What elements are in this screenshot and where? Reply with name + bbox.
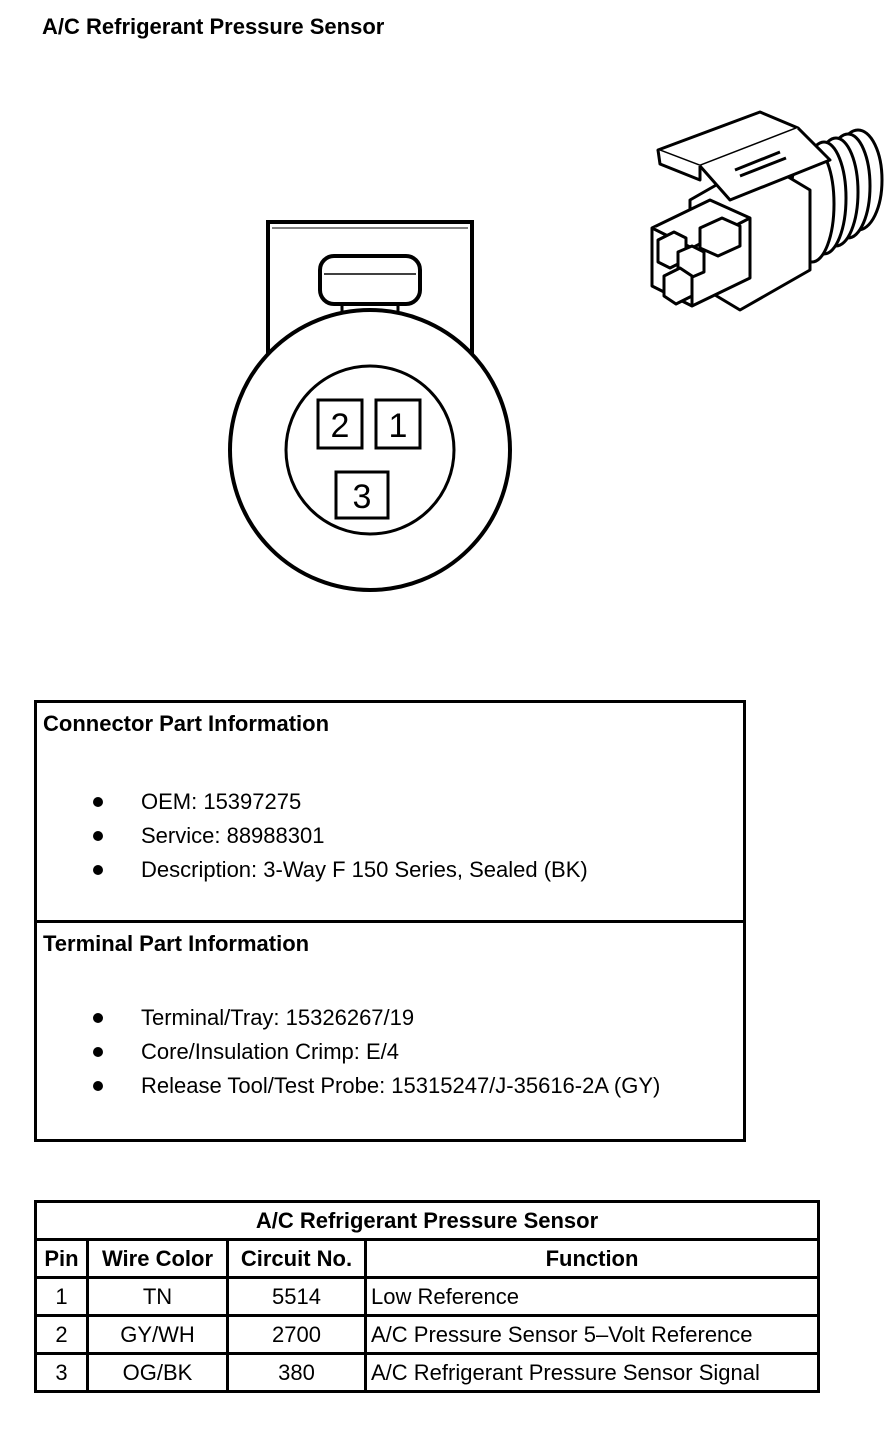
pin-cavity-2: 2 [316,398,364,450]
bullet-icon [93,831,103,841]
bullet-icon [93,797,103,807]
terminal-info-title: Terminal Part Information [43,931,310,956]
cell-function: A/C Refrigerant Pressure Sensor Signal [364,1352,820,1393]
table-caption: A/C Refrigerant Pressure Sensor [34,1200,820,1241]
column-header-wire-color: Wire Color [86,1238,229,1279]
cell-function: A/C Pressure Sensor 5–Volt Reference [364,1314,820,1355]
list-item: Service: 88988301 [93,819,588,853]
list-item: Core/Insulation Crimp: E/4 [93,1035,660,1069]
table-row: 1 TN 5514 Low Reference [34,1276,820,1317]
cell-pin: 3 [34,1352,89,1393]
table-row: 2 GY/WH 2700 A/C Pressure Sensor 5–Volt … [34,1314,820,1355]
list-item-text: Service: 88988301 [141,823,325,848]
list-item-text: Terminal/Tray: 15326267/19 [141,1005,415,1030]
cell-wire-color: TN [86,1276,229,1317]
pin-cavity-1: 1 [374,398,422,450]
cell-wire-color: OG/BK [86,1352,229,1393]
list-item: OEM: 15397275 [93,785,588,819]
connector-part-info: Connector Part Information OEM: 15397275… [37,703,743,923]
column-header-function: Function [364,1238,820,1279]
bullet-icon [93,865,103,875]
cell-pin: 2 [34,1314,89,1355]
table-header-row: Pin Wire Color Circuit No. Function [34,1238,820,1279]
list-item-text: OEM: 15397275 [141,789,302,814]
list-item-text: Release Tool/Test Probe: 15315247/J-3561… [141,1073,661,1098]
table-row: 3 OG/BK 380 A/C Refrigerant Pressure Sen… [34,1352,820,1393]
cell-circuit: 380 [226,1352,367,1393]
list-item-text: Core/Insulation Crimp: E/4 [141,1039,399,1064]
connector-face-diagram: 2 1 3 [228,220,512,592]
pinout-table: A/C Refrigerant Pressure Sensor Pin Wire… [34,1200,820,1393]
terminal-part-info: Terminal Part Information Terminal/Tray:… [37,923,743,1139]
bullet-icon [93,1081,103,1091]
connector-info-title: Connector Part Information [43,711,330,736]
list-item: Release Tool/Test Probe: 15315247/J-3561… [93,1069,660,1103]
bullet-icon [93,1013,103,1023]
pin-cavity-3: 3 [334,470,390,520]
connector-3d-illustration [650,110,884,312]
column-header-pin: Pin [34,1238,89,1279]
connector-latch [318,254,422,306]
list-item-text: Description: 3-Way F 150 Series, Sealed … [141,857,588,882]
terminal-info-list: Terminal/Tray: 15326267/19 Core/Insulati… [93,1001,660,1103]
list-item: Description: 3-Way F 150 Series, Sealed … [93,853,588,887]
connector-info-list: OEM: 15397275 Service: 88988301 Descript… [93,785,588,887]
table-caption-row: A/C Refrigerant Pressure Sensor [34,1200,820,1241]
part-info-box: Connector Part Information OEM: 15397275… [34,700,746,1142]
cell-circuit: 2700 [226,1314,367,1355]
pin-label: 2 [331,407,350,445]
cell-wire-color: GY/WH [86,1314,229,1355]
bullet-icon [93,1047,103,1057]
page-title: A/C Refrigerant Pressure Sensor [42,14,385,39]
cell-circuit: 5514 [226,1276,367,1317]
column-header-circuit: Circuit No. [226,1238,367,1279]
pin-label: 1 [389,407,408,445]
list-item: Terminal/Tray: 15326267/19 [93,1001,660,1035]
connector-lock-housing [266,220,474,368]
cell-pin: 1 [34,1276,89,1317]
cell-function: Low Reference [364,1276,820,1317]
pin-label: 3 [353,478,372,516]
